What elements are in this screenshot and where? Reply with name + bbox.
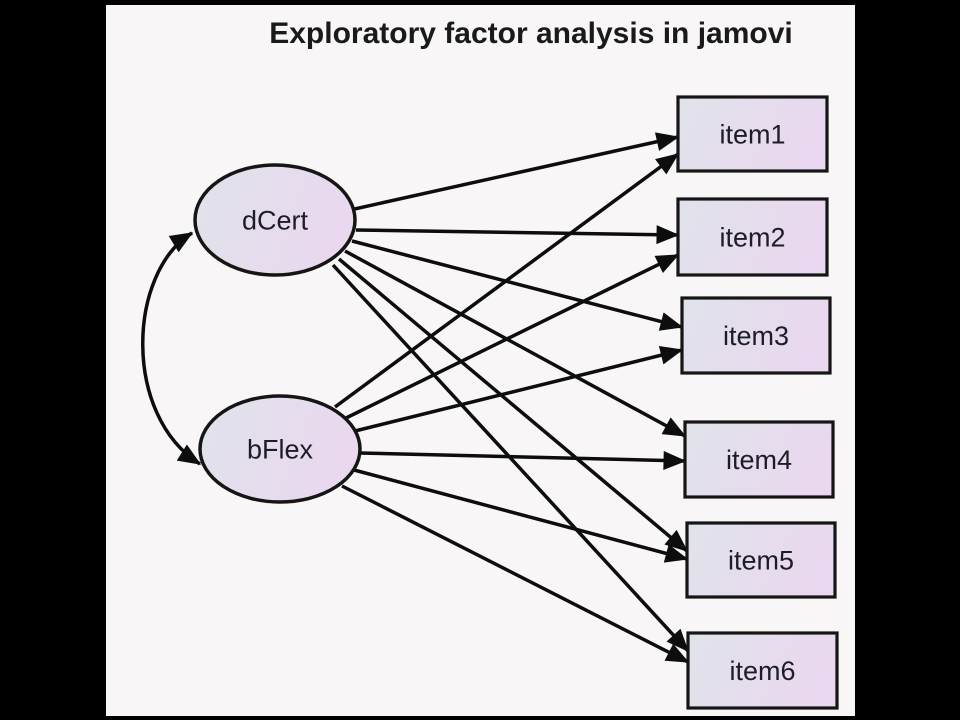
item-label-item4: item4: [726, 445, 792, 475]
loading-arrow-bFlex-item5: [353, 468, 689, 563]
loading-arrow-dCert-item3: [351, 239, 684, 331]
loading-arrow-bFlex-item2: [345, 253, 680, 420]
item-label-item6: item6: [729, 656, 795, 686]
factor-label-bFlex: bFlex: [247, 434, 314, 464]
item-node-item5: [685, 521, 837, 599]
loading-arrow-dCert-item4: [344, 249, 687, 438]
item-node-item6: [686, 631, 839, 710]
loading-arrow-dCert-item2: [355, 225, 680, 245]
item-label-item2: item2: [719, 222, 785, 252]
item-node-item3: [680, 296, 832, 375]
loading-arrow-bFlex-item1: [333, 152, 680, 409]
diagram-title: Exploratory factor analysis in jamovi: [269, 17, 793, 50]
loading-arrows-layer: [331, 132, 690, 664]
loading-arrow-bFlex-item4: [359, 450, 687, 470]
item-label-item5: item5: [728, 545, 794, 575]
item-node-item1: [676, 95, 829, 173]
factor-label-dCert: dCert: [242, 205, 309, 235]
factor-node-bFlex: [198, 394, 362, 504]
loading-arrow-bFlex-item6: [341, 484, 690, 664]
loading-arrow-dCert-item5: [337, 257, 689, 553]
nodes-layer: dCert bFlex item1 item2 item3 item4 item5 item6: [193, 95, 839, 710]
factor-node-dCert: [193, 163, 357, 277]
item-node-item2: [676, 197, 829, 277]
loading-arrow-dCert-item1: [349, 132, 680, 212]
item-label-item1: item1: [719, 119, 785, 149]
covariance-arrow-dCert-bFlex: [141, 231, 202, 466]
factor-covariance-layer: [141, 231, 202, 466]
item-label-item3: item3: [723, 321, 789, 351]
item-node-item4: [683, 420, 835, 499]
loading-arrow-bFlex-item3: [354, 345, 684, 433]
